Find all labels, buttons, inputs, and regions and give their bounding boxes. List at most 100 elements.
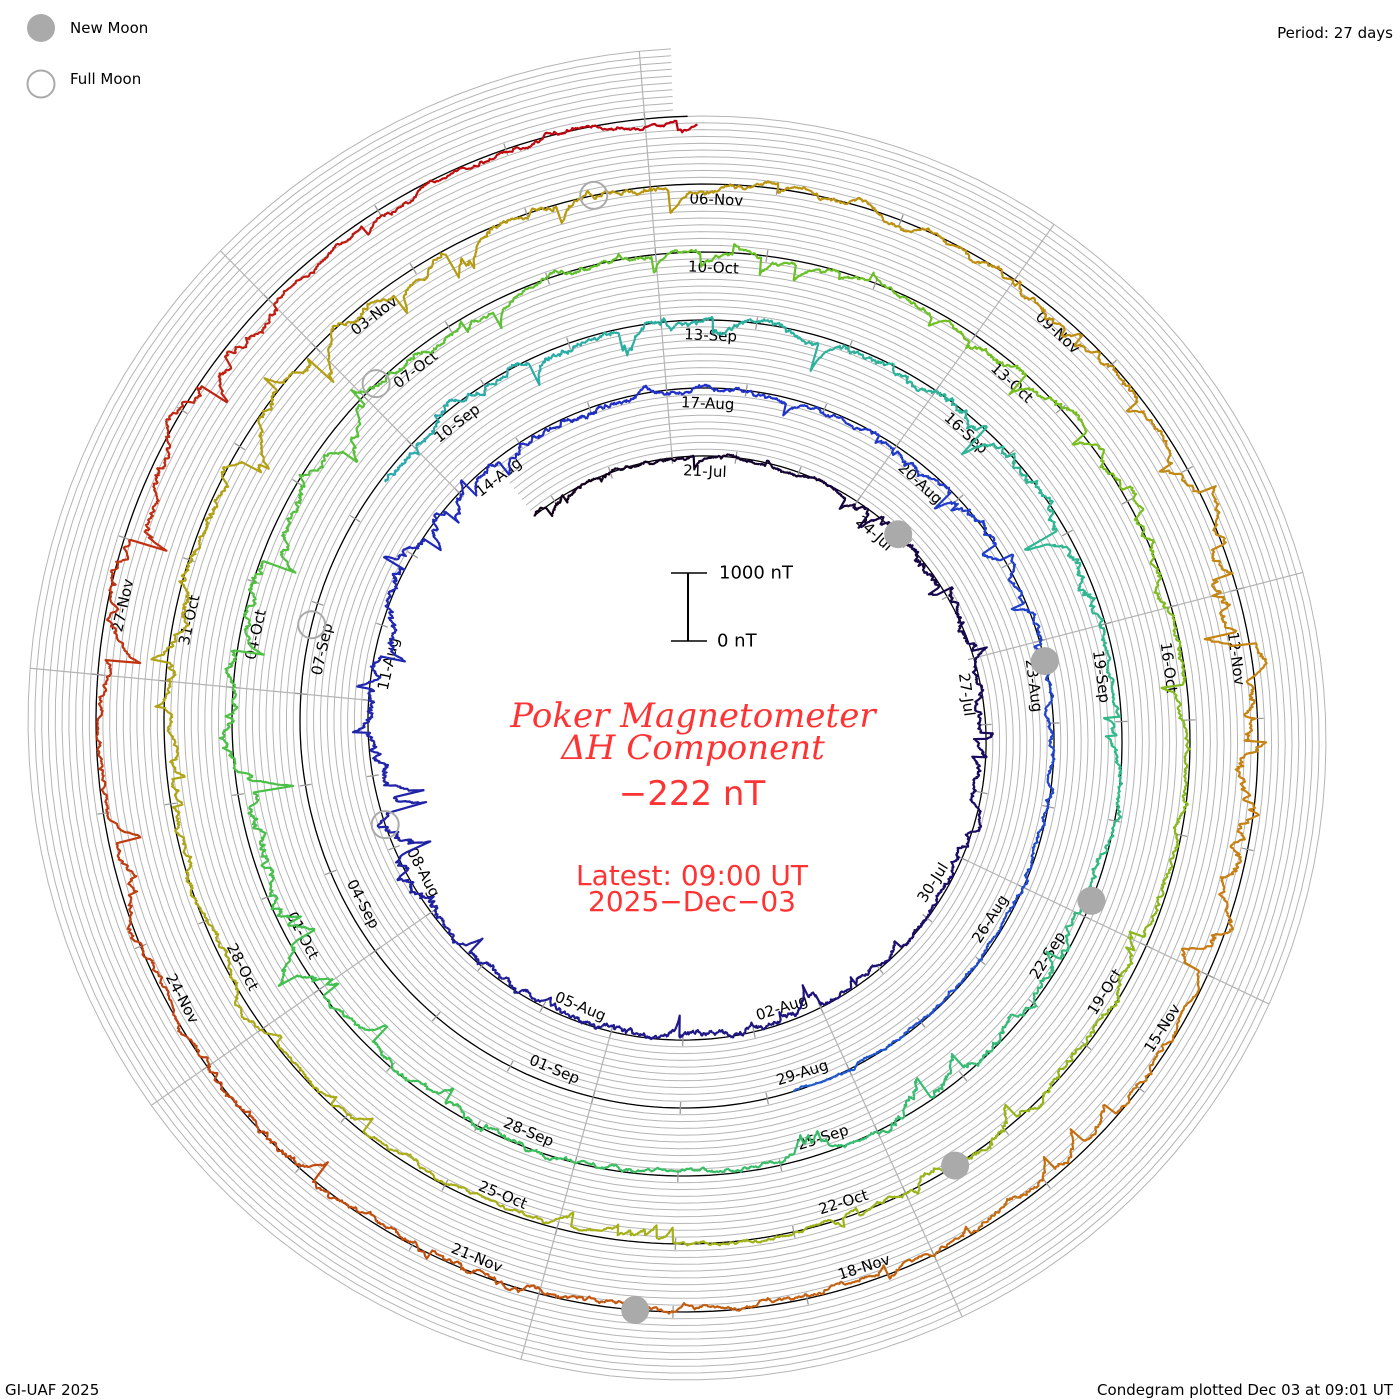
day-tick <box>1241 847 1254 852</box>
day-tick <box>670 451 674 464</box>
trace-segment <box>632 460 650 468</box>
trace-segment <box>890 940 909 954</box>
trace-segment <box>1166 609 1179 638</box>
trace-segment <box>1243 721 1268 755</box>
day-tick <box>778 1159 783 1172</box>
trace-segment <box>587 476 604 483</box>
trace-segment <box>283 914 316 931</box>
trace-segment <box>382 778 425 792</box>
trace-segment <box>1044 787 1055 811</box>
trace-segment <box>333 1007 357 1027</box>
date-label: 27-Jul <box>955 672 979 717</box>
trace-segment <box>165 396 199 422</box>
trace-segment <box>674 320 700 328</box>
trace-segment <box>792 1084 813 1093</box>
trace-segment <box>532 996 553 1005</box>
trace-segment <box>583 1020 603 1030</box>
trace-segment <box>1043 700 1053 724</box>
day-tick <box>444 321 453 333</box>
day-tick <box>234 442 246 451</box>
trace-segment <box>472 150 507 169</box>
trace-segment <box>1243 687 1257 722</box>
trace-segment <box>95 701 104 739</box>
trace-segment <box>934 390 958 407</box>
trace-segment <box>940 501 967 513</box>
trace-segment <box>1060 325 1087 350</box>
trace-segment <box>748 318 775 326</box>
trace-segment <box>528 205 565 224</box>
trace-segment <box>1067 1128 1092 1162</box>
trace-segment <box>268 892 285 918</box>
day-tick <box>744 384 748 397</box>
trace-segment <box>719 386 741 393</box>
new-moon-marker <box>1077 886 1106 915</box>
trace-segment <box>834 987 852 1000</box>
trace-segment <box>1082 1020 1099 1047</box>
trace-segment <box>442 498 461 524</box>
trace-segment <box>394 840 432 870</box>
trace-segment <box>104 809 142 845</box>
trace-segment <box>616 465 634 472</box>
trace-segment <box>1045 934 1071 960</box>
trace-segment <box>985 442 1016 459</box>
trace-segment <box>383 553 406 576</box>
trace-segment <box>1032 979 1045 1008</box>
trace-segment <box>585 405 604 420</box>
trace-segment <box>792 264 824 281</box>
trace-segment <box>574 480 589 492</box>
trace-segment <box>630 255 660 274</box>
day-tick <box>349 514 361 523</box>
trace-segment <box>502 1284 539 1294</box>
day-tick <box>649 180 652 193</box>
full-moon-legend-icon <box>26 69 56 99</box>
trace-segment <box>374 1041 393 1063</box>
trace-segment <box>522 1145 548 1160</box>
trace-segment <box>1172 808 1187 838</box>
grid-spiral-line <box>81 102 1273 1327</box>
trace-segment <box>782 1006 801 1019</box>
trace-segment <box>822 268 851 281</box>
trace-segment <box>279 532 290 565</box>
trace-segment <box>847 1203 877 1217</box>
trace-segment <box>507 452 520 475</box>
trace-segment <box>1210 530 1227 565</box>
trace-segment <box>478 308 505 330</box>
new-moon-marker <box>941 1151 970 1180</box>
trace-segment <box>1065 406 1087 430</box>
trace-segment <box>660 390 682 396</box>
trace-segment <box>346 219 378 242</box>
date-label: 13-Sep <box>684 325 737 345</box>
trace-segment <box>432 330 455 351</box>
day-tick <box>1079 913 1091 920</box>
trace-segment <box>560 490 577 504</box>
trace-segment <box>1125 391 1150 422</box>
trace-segment <box>799 984 813 1010</box>
day-tick <box>953 494 964 504</box>
spoke-line <box>220 250 460 494</box>
day-tick <box>407 551 419 559</box>
trace-segment <box>891 1028 910 1044</box>
trace-segment <box>578 334 603 347</box>
trace-segment <box>1150 892 1165 920</box>
trace-segment <box>950 848 961 867</box>
trace-segment <box>1160 665 1187 696</box>
trace-segment <box>1245 653 1268 690</box>
trace-segment <box>366 1134 394 1152</box>
trace-segment <box>224 1091 252 1118</box>
trace-segment <box>1008 579 1023 600</box>
trace-segment <box>281 928 316 979</box>
trace-segment <box>318 240 348 265</box>
day-tick <box>545 272 551 285</box>
trace-segment <box>409 887 432 900</box>
scale-top-label: 1000 nT <box>719 563 794 584</box>
trace-segment <box>778 185 813 194</box>
trace-segment <box>321 1188 353 1209</box>
trace-segment <box>966 508 985 524</box>
trace-segment <box>369 743 382 764</box>
trace-segment <box>1148 419 1168 448</box>
trace-segment <box>431 512 446 532</box>
grid-spiral-line <box>61 82 1293 1347</box>
trace-segment <box>393 832 423 845</box>
trace-segment <box>362 706 374 727</box>
